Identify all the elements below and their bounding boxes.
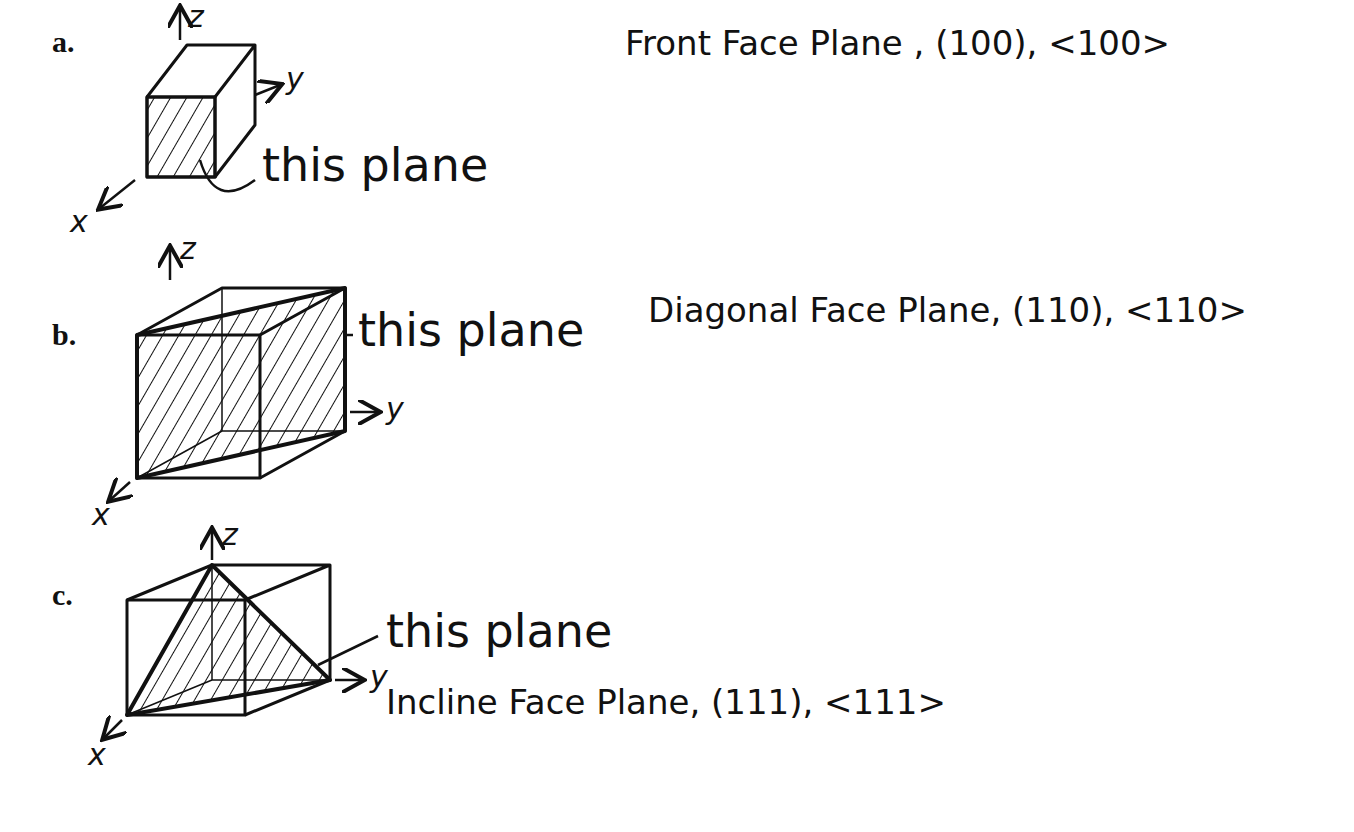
axis-label: y xyxy=(370,660,388,693)
plane-description: Diagonal Face Plane, (110), <110> xyxy=(648,292,1247,329)
plane-description: Front Face Plane , (100), <100> xyxy=(625,25,1170,62)
part-letter: b. xyxy=(52,318,76,351)
part-letter: a. xyxy=(52,25,75,58)
prism-b xyxy=(110,248,378,500)
axis-label: y xyxy=(386,392,404,425)
axis-label: z xyxy=(222,518,238,551)
axis-label: y xyxy=(286,62,304,95)
plane-pointer-label: this plane xyxy=(386,606,612,657)
plane-pointer-label: this plane xyxy=(358,305,584,356)
plane-pointer-label: this plane xyxy=(262,140,488,191)
cube-a xyxy=(100,8,280,208)
axis-label: z xyxy=(180,232,196,265)
part-letter: c. xyxy=(52,578,73,611)
axis-label: x xyxy=(88,738,106,771)
axis-label: z xyxy=(188,0,204,33)
prism-c xyxy=(104,530,378,738)
axis-label: x xyxy=(92,498,110,531)
plane-description: Incline Face Plane, (111), <111> xyxy=(386,684,946,721)
axis-label: x xyxy=(70,205,88,238)
